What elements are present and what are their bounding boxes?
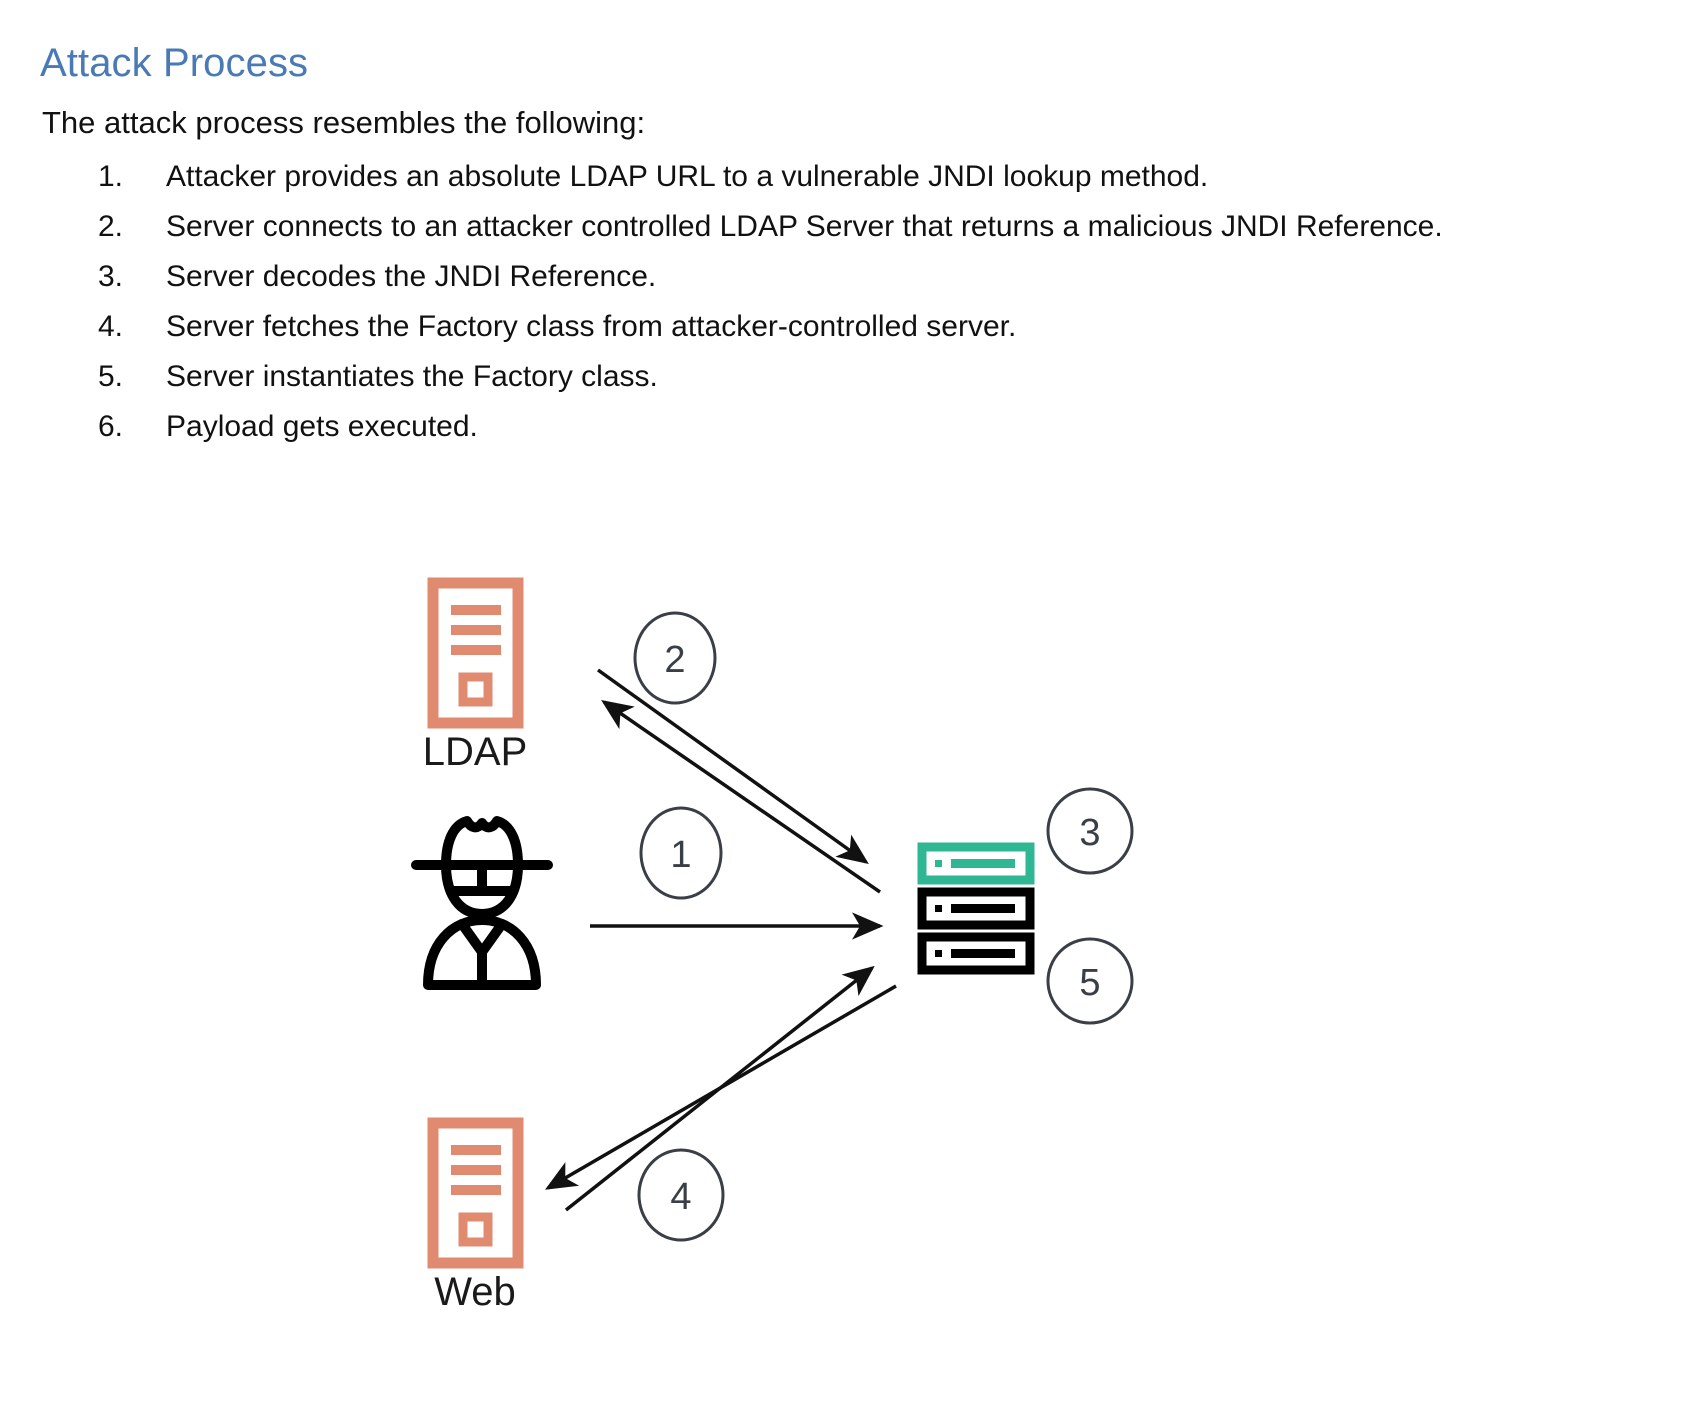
node-label-web: Web bbox=[434, 1270, 516, 1314]
list-item: 5. Server instantiates the Factory class… bbox=[98, 352, 1498, 402]
list-item-text: Payload gets executed. bbox=[166, 410, 478, 443]
attack-flow-diagram: LDAP bbox=[0, 520, 1690, 1420]
list-item-number: 4. bbox=[98, 310, 124, 343]
arrow-server-to-ldap bbox=[601, 700, 881, 894]
page-title: Attack Process bbox=[40, 40, 309, 85]
step-marker-4: 4 bbox=[637, 1148, 725, 1242]
step-marker-1: 1 bbox=[639, 806, 723, 900]
list-item: 4. Server fetches the Factory class from… bbox=[98, 302, 1498, 352]
server-tower-icon bbox=[427, 1117, 524, 1269]
arrow-ldap-to-server bbox=[596, 668, 869, 865]
node-attacker bbox=[411, 816, 553, 990]
list-item-text: Server connects to an attacker controlle… bbox=[166, 210, 1443, 243]
list-item-number: 6. bbox=[98, 410, 124, 443]
step-marker-2: 2 bbox=[633, 611, 717, 705]
attack-steps-list: 1. Attacker provides an absolute LDAP UR… bbox=[98, 152, 1498, 452]
list-item: 3. Server decodes the JNDI Reference. bbox=[98, 252, 1498, 302]
server-tower-icon bbox=[427, 577, 524, 729]
list-item-text: Server fetches the Factory class from at… bbox=[166, 310, 1017, 343]
node-ldap: LDAP bbox=[423, 577, 528, 774]
step-marker-3-label: 3 bbox=[1079, 812, 1100, 854]
step-marker-3: 3 bbox=[1046, 787, 1134, 875]
node-target-server bbox=[917, 842, 1035, 975]
step-marker-5-label: 5 bbox=[1079, 962, 1100, 1004]
list-item-text: Server instantiates the Factory class. bbox=[166, 360, 658, 393]
arrow-server-to-web bbox=[544, 984, 897, 1190]
list-item: 6. Payload gets executed. bbox=[98, 402, 1498, 452]
list-item-number: 5. bbox=[98, 360, 124, 393]
step-marker-5: 5 bbox=[1046, 937, 1134, 1025]
hacker-icon bbox=[411, 816, 553, 990]
list-item-number: 2. bbox=[98, 210, 124, 243]
list-item-number: 3. bbox=[98, 260, 124, 293]
step-marker-2-label: 2 bbox=[664, 639, 685, 681]
list-item-number: 1. bbox=[98, 160, 124, 193]
node-web: Web bbox=[427, 1117, 524, 1314]
server-rack-icon bbox=[917, 842, 1035, 975]
step-marker-1-label: 1 bbox=[670, 834, 691, 876]
list-item: 1. Attacker provides an absolute LDAP UR… bbox=[98, 152, 1498, 202]
list-item: 2. Server connects to an attacker contro… bbox=[98, 202, 1498, 252]
list-item-text: Attacker provides an absolute LDAP URL t… bbox=[166, 160, 1209, 193]
node-label-ldap: LDAP bbox=[423, 730, 528, 774]
intro-paragraph: The attack process resembles the followi… bbox=[42, 105, 646, 140]
step-marker-4-label: 4 bbox=[670, 1176, 691, 1218]
list-item-text: Server decodes the JNDI Reference. bbox=[166, 260, 657, 293]
